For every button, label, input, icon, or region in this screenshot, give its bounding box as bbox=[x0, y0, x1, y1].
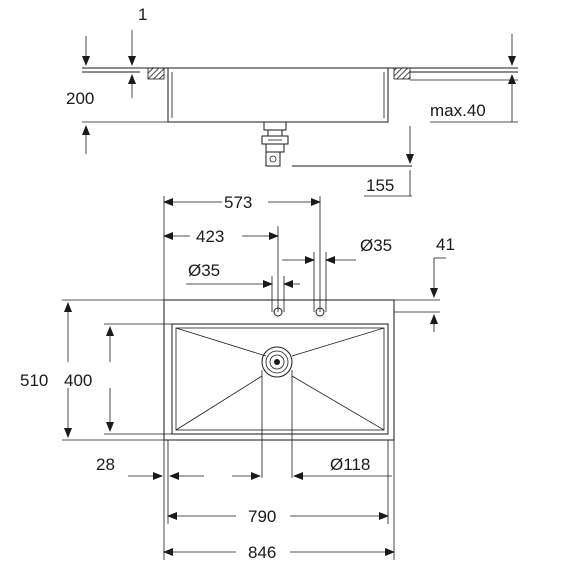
outer-width-label: 846 bbox=[248, 543, 276, 562]
edge-distance-label: 41 bbox=[436, 235, 455, 254]
tap-hole-right-icon bbox=[315, 307, 325, 317]
hole-offset-label: 423 bbox=[196, 227, 224, 246]
tap-hole-left-icon bbox=[273, 307, 283, 317]
side-view: 1 200 max.40 155 bbox=[66, 5, 518, 197]
inner-depth-label: 400 bbox=[64, 371, 92, 390]
tap-hole-right-diameter-label: Ø35 bbox=[360, 236, 392, 255]
max-counter-label: max.40 bbox=[430, 101, 486, 120]
outer-depth-label: 510 bbox=[20, 371, 48, 390]
inner-width-label: 790 bbox=[248, 507, 276, 526]
tap-hole-left-diameter-label: Ø35 bbox=[188, 261, 220, 280]
basin-side-outline bbox=[167, 68, 389, 123]
top-view: 573 423 Ø35 Ø35 41 510 400 28 bbox=[20, 193, 455, 562]
right-mount-hatch bbox=[393, 67, 411, 80]
left-mount-hatch bbox=[147, 67, 165, 80]
drain-icon bbox=[261, 346, 293, 378]
depth-label: 200 bbox=[66, 89, 94, 108]
thickness-label: 1 bbox=[138, 5, 147, 24]
rim-width-label: 28 bbox=[96, 455, 115, 474]
drain-pipe-icon bbox=[261, 121, 289, 167]
drain-diameter-label: Ø118 bbox=[330, 455, 370, 474]
tap-offset-label: 573 bbox=[224, 193, 252, 212]
sink-outer-outline bbox=[163, 299, 395, 441]
basin-inner-outline bbox=[171, 323, 389, 435]
drain-height-label: 155 bbox=[366, 176, 394, 195]
